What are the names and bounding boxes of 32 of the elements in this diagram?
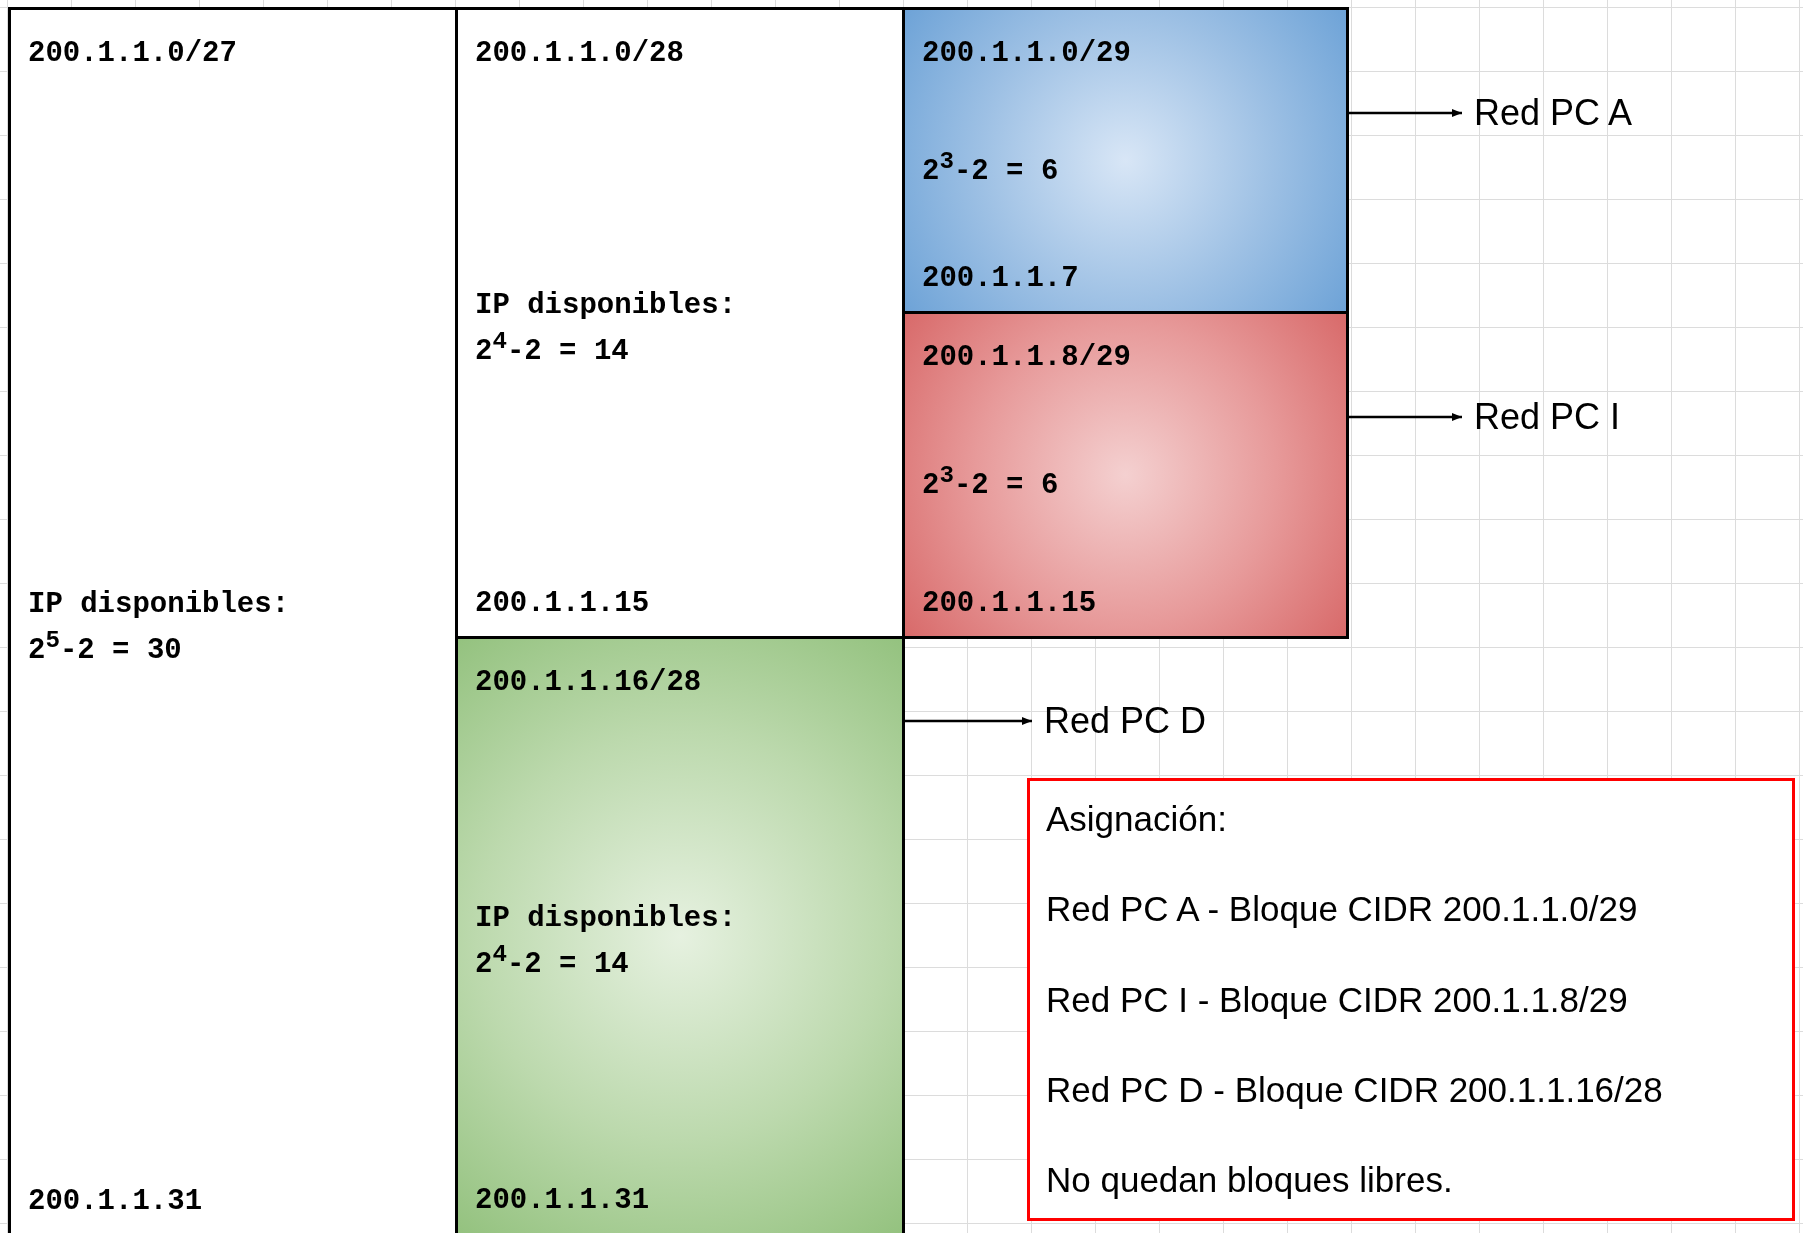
available-ips: IP disponibles: 2$^{4}$-2 = 14 [475, 901, 738, 983]
available-ips: IP disponibles: 2$^{4}$-2 = 14 [475, 288, 738, 370]
arrow [1349, 109, 1462, 117]
network-address: 200.1.1.0/27 [28, 36, 238, 72]
broadcast-address: 200.1.1.31 [475, 1183, 651, 1219]
arrow [905, 717, 1032, 725]
network-address: 200.1.1.0/28 [475, 36, 685, 72]
assignment-panel [1027, 778, 1795, 1221]
broadcast-address: 200.1.1.15 [475, 586, 651, 622]
network-label: Red PC A [1474, 92, 1633, 134]
broadcast-address: 200.1.1.7 [922, 261, 1080, 297]
assignment-heading: Asignación: [1046, 799, 1228, 839]
assignment-line: No quedan bloques libres. [1046, 1160, 1454, 1200]
broadcast-address: 200.1.1.15 [922, 586, 1098, 622]
subnet-block [455, 7, 905, 639]
network-label: Red PC D [1044, 700, 1207, 742]
broadcast-address: 200.1.1.31 [28, 1184, 204, 1220]
assignment-line: Red PC A - Bloque CIDR 200.1.1.0/29 [1046, 889, 1639, 930]
network-address: 200.1.1.16/28 [475, 665, 703, 701]
subnet-block [455, 636, 905, 1233]
network-address: 200.1.1.8/29 [922, 340, 1132, 376]
available-ips: 2$^{3}$-2 = 6 [922, 461, 1060, 504]
network-label: Red PC I [1474, 396, 1621, 438]
network-address: 200.1.1.0/29 [922, 36, 1132, 72]
subnet-block [902, 7, 1349, 314]
subnet-block [8, 7, 458, 1233]
assignment-line: Red PC D - Bloque CIDR 200.1.1.16/28 [1046, 1069, 1664, 1110]
subnet-block [902, 311, 1349, 639]
arrow [1349, 413, 1462, 421]
available-ips: IP disponibles: 2$^{5}$-2 = 30 [28, 587, 291, 669]
available-ips: 2$^{3}$-2 = 6 [922, 146, 1060, 190]
assignment-line: Red PC I - Bloque CIDR 200.1.1.8/29 [1046, 979, 1629, 1020]
